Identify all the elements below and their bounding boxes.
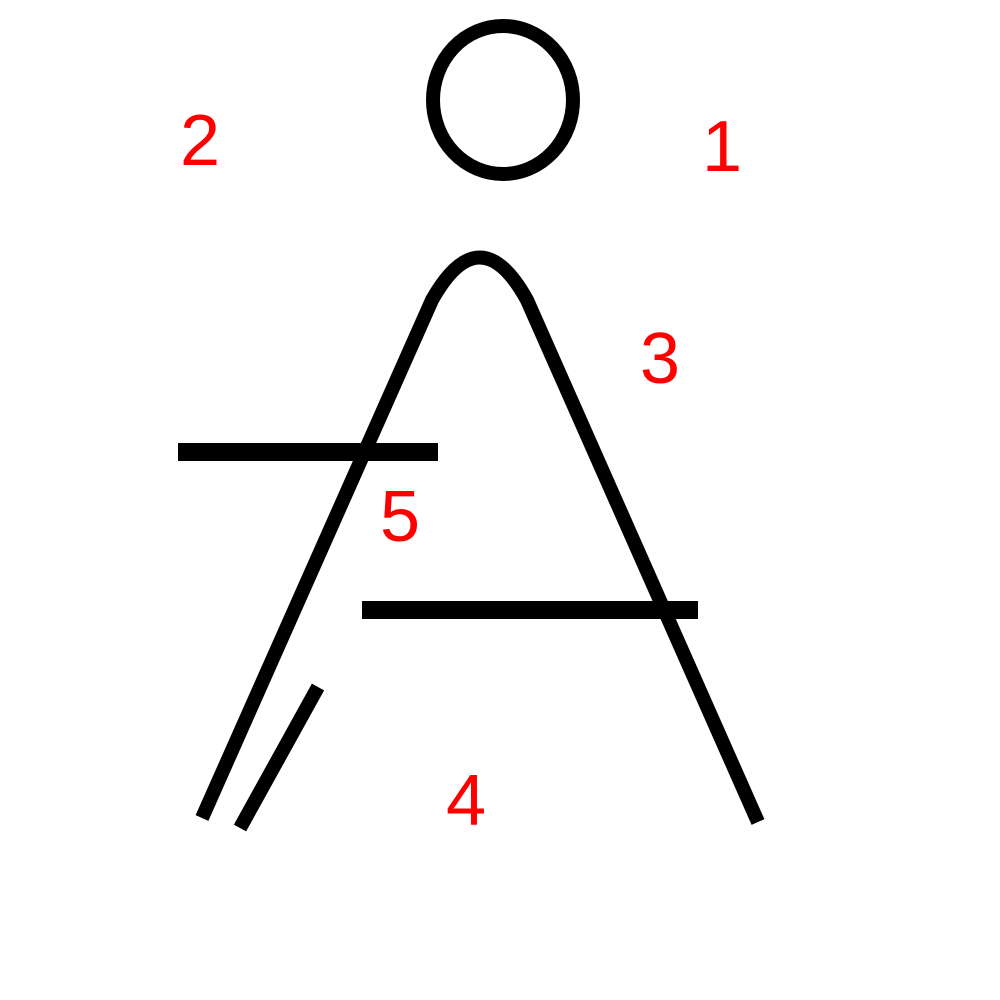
body-arch [195, 250, 765, 825]
short-slant-line [233, 683, 325, 832]
label-3: 3 [640, 319, 680, 399]
label-1: 1 [702, 107, 742, 187]
label-5: 5 [380, 477, 420, 557]
head-oval [426, 19, 580, 181]
label-2: 2 [180, 101, 220, 181]
label-4: 4 [446, 761, 486, 841]
